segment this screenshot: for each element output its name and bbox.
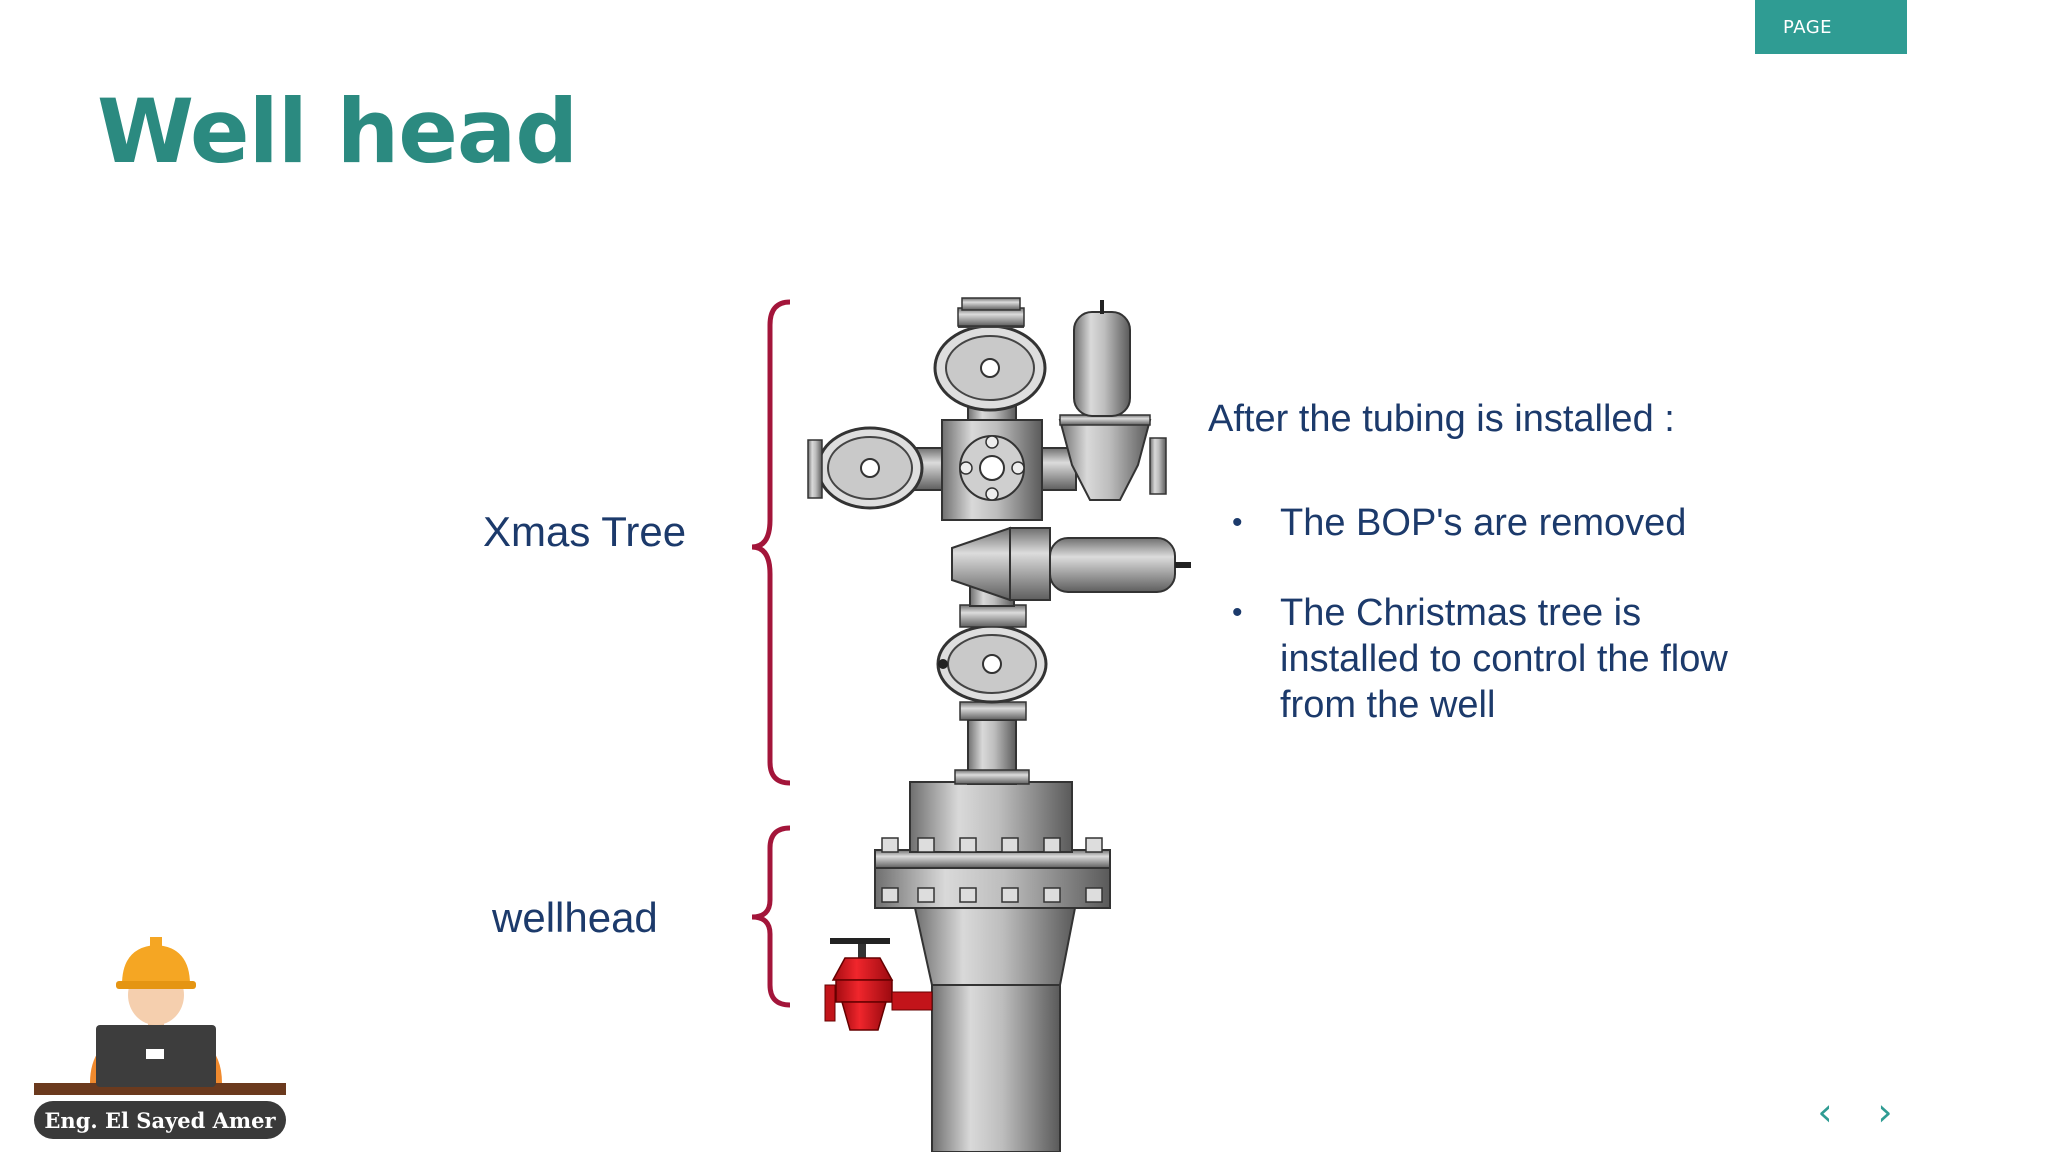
xmas-tree-label: Xmas Tree (483, 508, 687, 555)
wellhead-brace (751, 825, 791, 1008)
bullet-item: • The BOP's are removed (1232, 500, 1740, 546)
bullet-text: The Christmas tree is installed to contr… (1280, 592, 1728, 726)
casing-valve-icon (824, 938, 933, 1031)
page-tab[interactable]: PAGE (1755, 0, 1907, 54)
bullet-dot-icon: • (1232, 596, 1243, 629)
bullet-dot-icon: • (1232, 506, 1243, 539)
casing-pipe (931, 984, 1061, 1152)
engineer-avatar (34, 937, 286, 1095)
bullet-item: • The Christmas tree is installed to con… (1232, 590, 1740, 728)
wellhead-label: wellhead (492, 894, 658, 941)
intro-text: After the tubing is installed : (1208, 398, 1675, 440)
next-page-button[interactable]: › (1877, 1090, 1893, 1134)
bullet-text: The BOP's are removed (1280, 502, 1687, 544)
prev-page-button[interactable]: ‹ (1817, 1090, 1833, 1134)
xmas-tree-brace (751, 299, 791, 786)
bullet-list: • The BOP's are removed • The Christmas … (1232, 500, 1740, 772)
page-title: Well head (97, 80, 578, 183)
author-badge: Eng. El Sayed Amer (34, 1101, 286, 1139)
